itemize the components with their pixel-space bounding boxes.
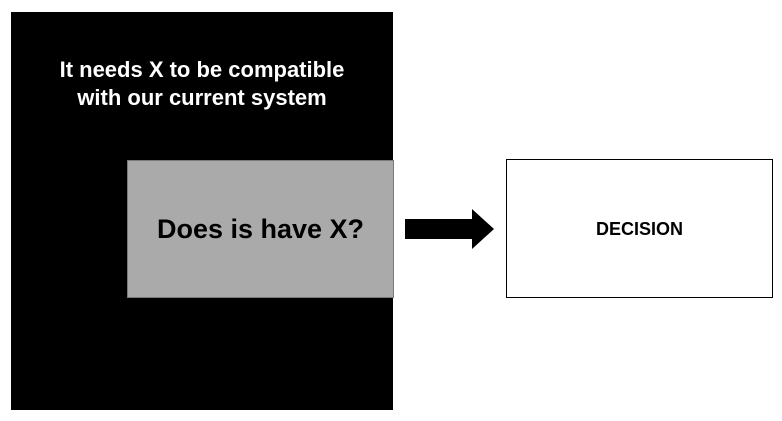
- question-box: Does is have X?: [127, 160, 394, 298]
- context-text: It needs X to be compatible with our cur…: [11, 56, 393, 112]
- question-label: Does is have X?: [156, 214, 365, 244]
- context-line-2: with our current system: [77, 85, 327, 110]
- decision-label: DECISION: [595, 218, 683, 239]
- arrow-shape: [405, 209, 494, 249]
- right-arrow-icon: [405, 209, 494, 249]
- context-line-1: It needs X to be compatible: [59, 57, 345, 82]
- decision-box: DECISION: [506, 159, 773, 298]
